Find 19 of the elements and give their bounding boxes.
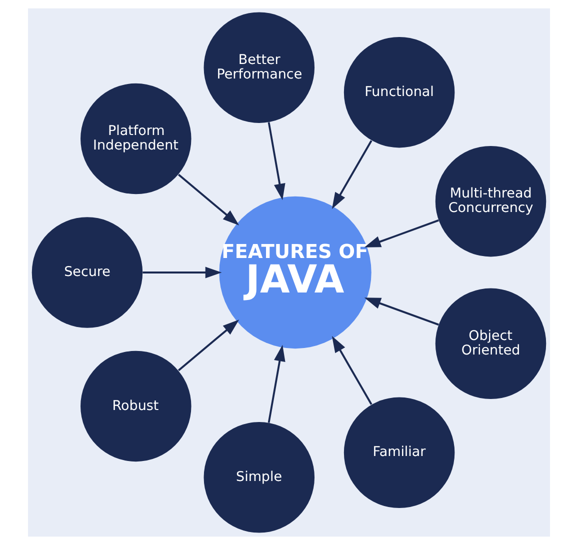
arrow [178,174,240,226]
node-circle: Functional [344,36,455,148]
node-circle: Object Oriented [435,288,546,400]
arrow [178,320,240,372]
node-circle: Secure [32,217,143,328]
node-circle: Robust [80,350,192,462]
arrow [142,266,222,278]
arrow [268,122,286,200]
arrow [364,298,439,326]
node-circle: FEATURES OF JAVA [219,196,372,349]
node-circle: Platform Independent [80,83,192,194]
node-circle: Familiar [344,397,455,508]
node-circle: Better Performance [204,12,315,123]
arrow [332,336,372,405]
node-circle: Multi-thread Concurrency [435,146,546,257]
node-circle: Simple [204,422,315,533]
arrow [332,140,372,209]
arrow [364,219,439,248]
arrow [268,344,286,423]
